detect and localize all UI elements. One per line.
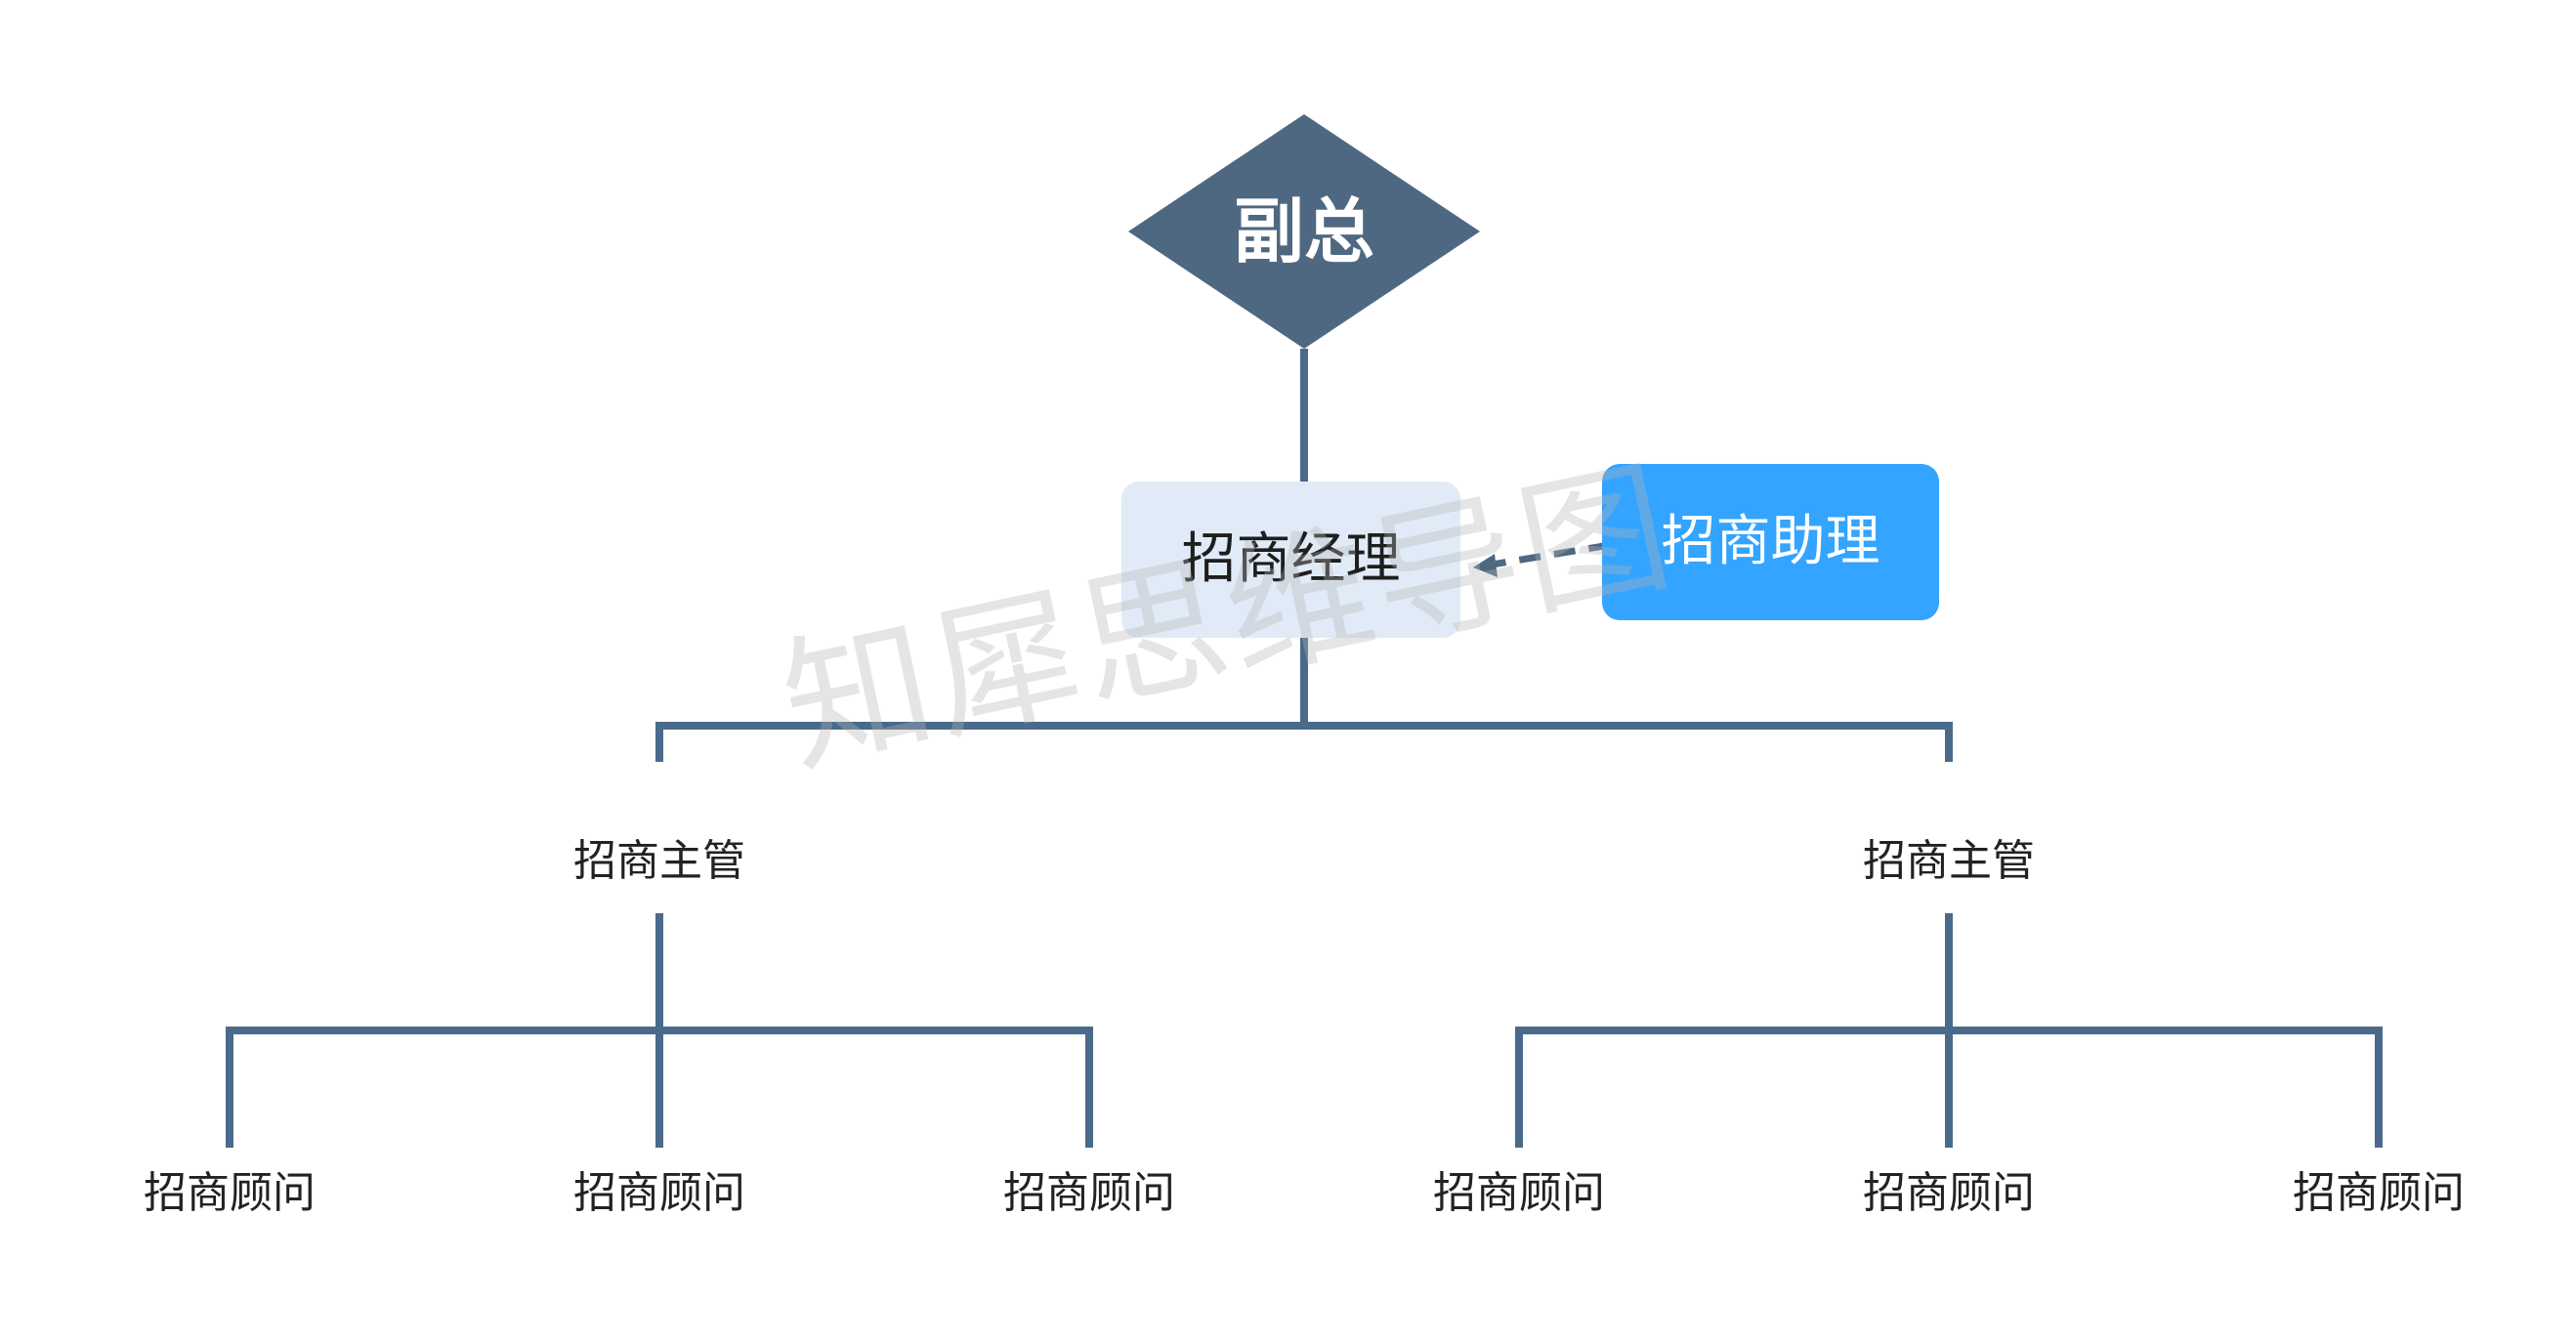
root-diamond-shape xyxy=(1128,114,1480,349)
supervisor-node-right[interactable]: 招商主管 xyxy=(1863,836,2035,886)
connector-supervisor-bar xyxy=(655,722,1953,762)
advisor-node[interactable]: 招商顾问 xyxy=(1433,1168,1605,1218)
advisor-node[interactable]: 招商顾问 xyxy=(1863,1168,2035,1218)
manager-node-label: 招商经理 xyxy=(1181,527,1401,591)
advisor-node[interactable]: 招商顾问 xyxy=(573,1168,745,1218)
manager-node[interactable] xyxy=(1121,482,1460,638)
advisor-node[interactable]: 招商顾问 xyxy=(2293,1168,2465,1218)
assistant-arrowhead-icon xyxy=(1473,554,1498,577)
advisor-node[interactable]: 招商顾问 xyxy=(1003,1168,1175,1218)
assistant-node[interactable] xyxy=(1602,464,1939,620)
assistant-node-label: 招商助理 xyxy=(1661,510,1880,573)
supervisor-node-left[interactable]: 招商主管 xyxy=(573,836,745,886)
advisor-node[interactable]: 招商顾问 xyxy=(144,1168,316,1218)
root-node-label[interactable]: 副总 xyxy=(1233,190,1374,273)
assistant-dashed-connector xyxy=(1479,541,1611,570)
